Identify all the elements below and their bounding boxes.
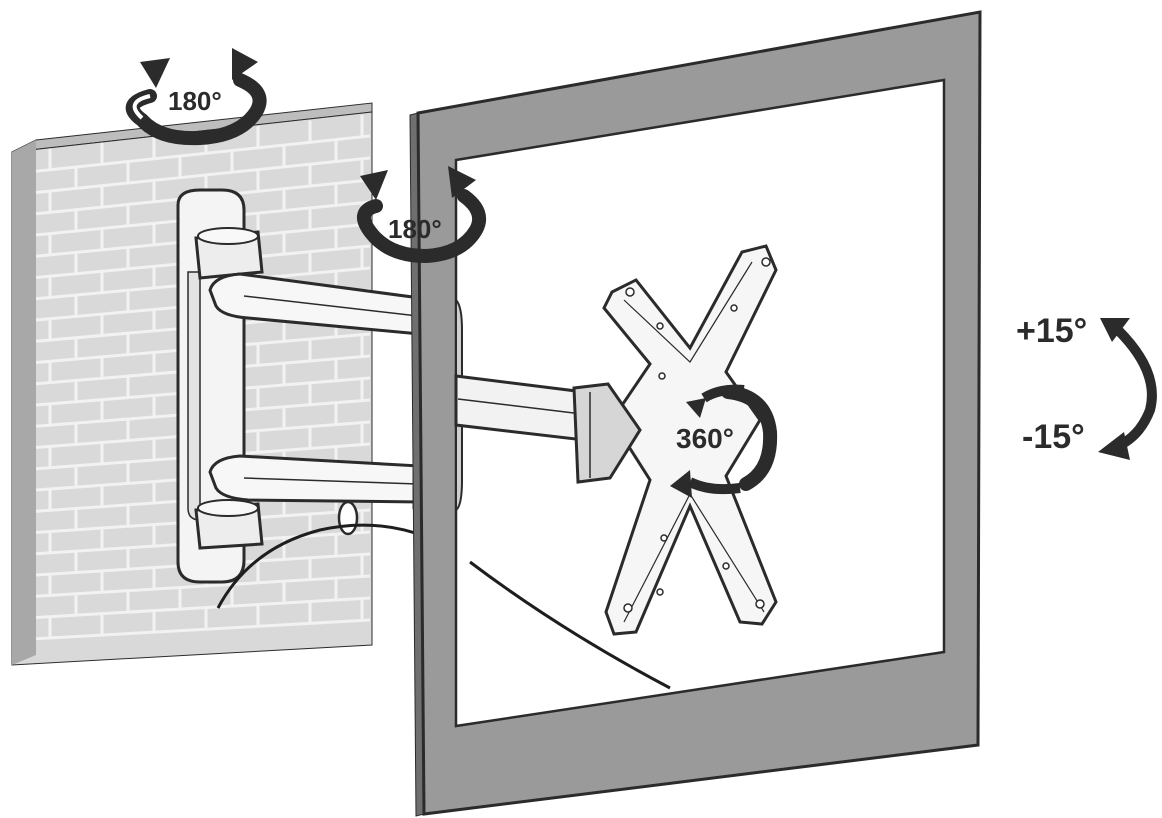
rotate-arrow-icon <box>721 385 778 491</box>
vesa-bracket <box>572 244 778 636</box>
cable-clip <box>337 500 359 536</box>
tilt-indicator: +15° -15° <box>1016 312 1157 460</box>
swivel-arrow-icon <box>357 189 486 264</box>
mount-over-screen <box>454 297 671 690</box>
tilt-up-label: +15° <box>1016 312 1087 350</box>
mortar-line <box>35 134 371 173</box>
arm-swivel-label: 180° <box>388 214 442 244</box>
wall-swivel-label: 180° <box>168 86 222 116</box>
tilt-arrow-icon <box>1113 325 1157 451</box>
wall-side <box>12 140 36 665</box>
mortar-line <box>35 156 371 194</box>
wall-plate-inner <box>187 271 201 521</box>
rotation-label: 360° <box>676 423 734 454</box>
arm-swivel-indicator: 180° <box>357 166 486 264</box>
tilt-down-label: -15° <box>1022 418 1085 456</box>
vesa-holes <box>623 257 771 613</box>
rotation-indicator: 360° <box>670 384 778 498</box>
wall-swivel-indicator: 180° <box>125 48 267 146</box>
mortar-line <box>35 574 371 598</box>
mortar-line <box>35 596 371 619</box>
swivel-arrow-icon <box>125 73 267 146</box>
lower-arm <box>208 454 422 504</box>
mortar-line <box>35 618 371 641</box>
